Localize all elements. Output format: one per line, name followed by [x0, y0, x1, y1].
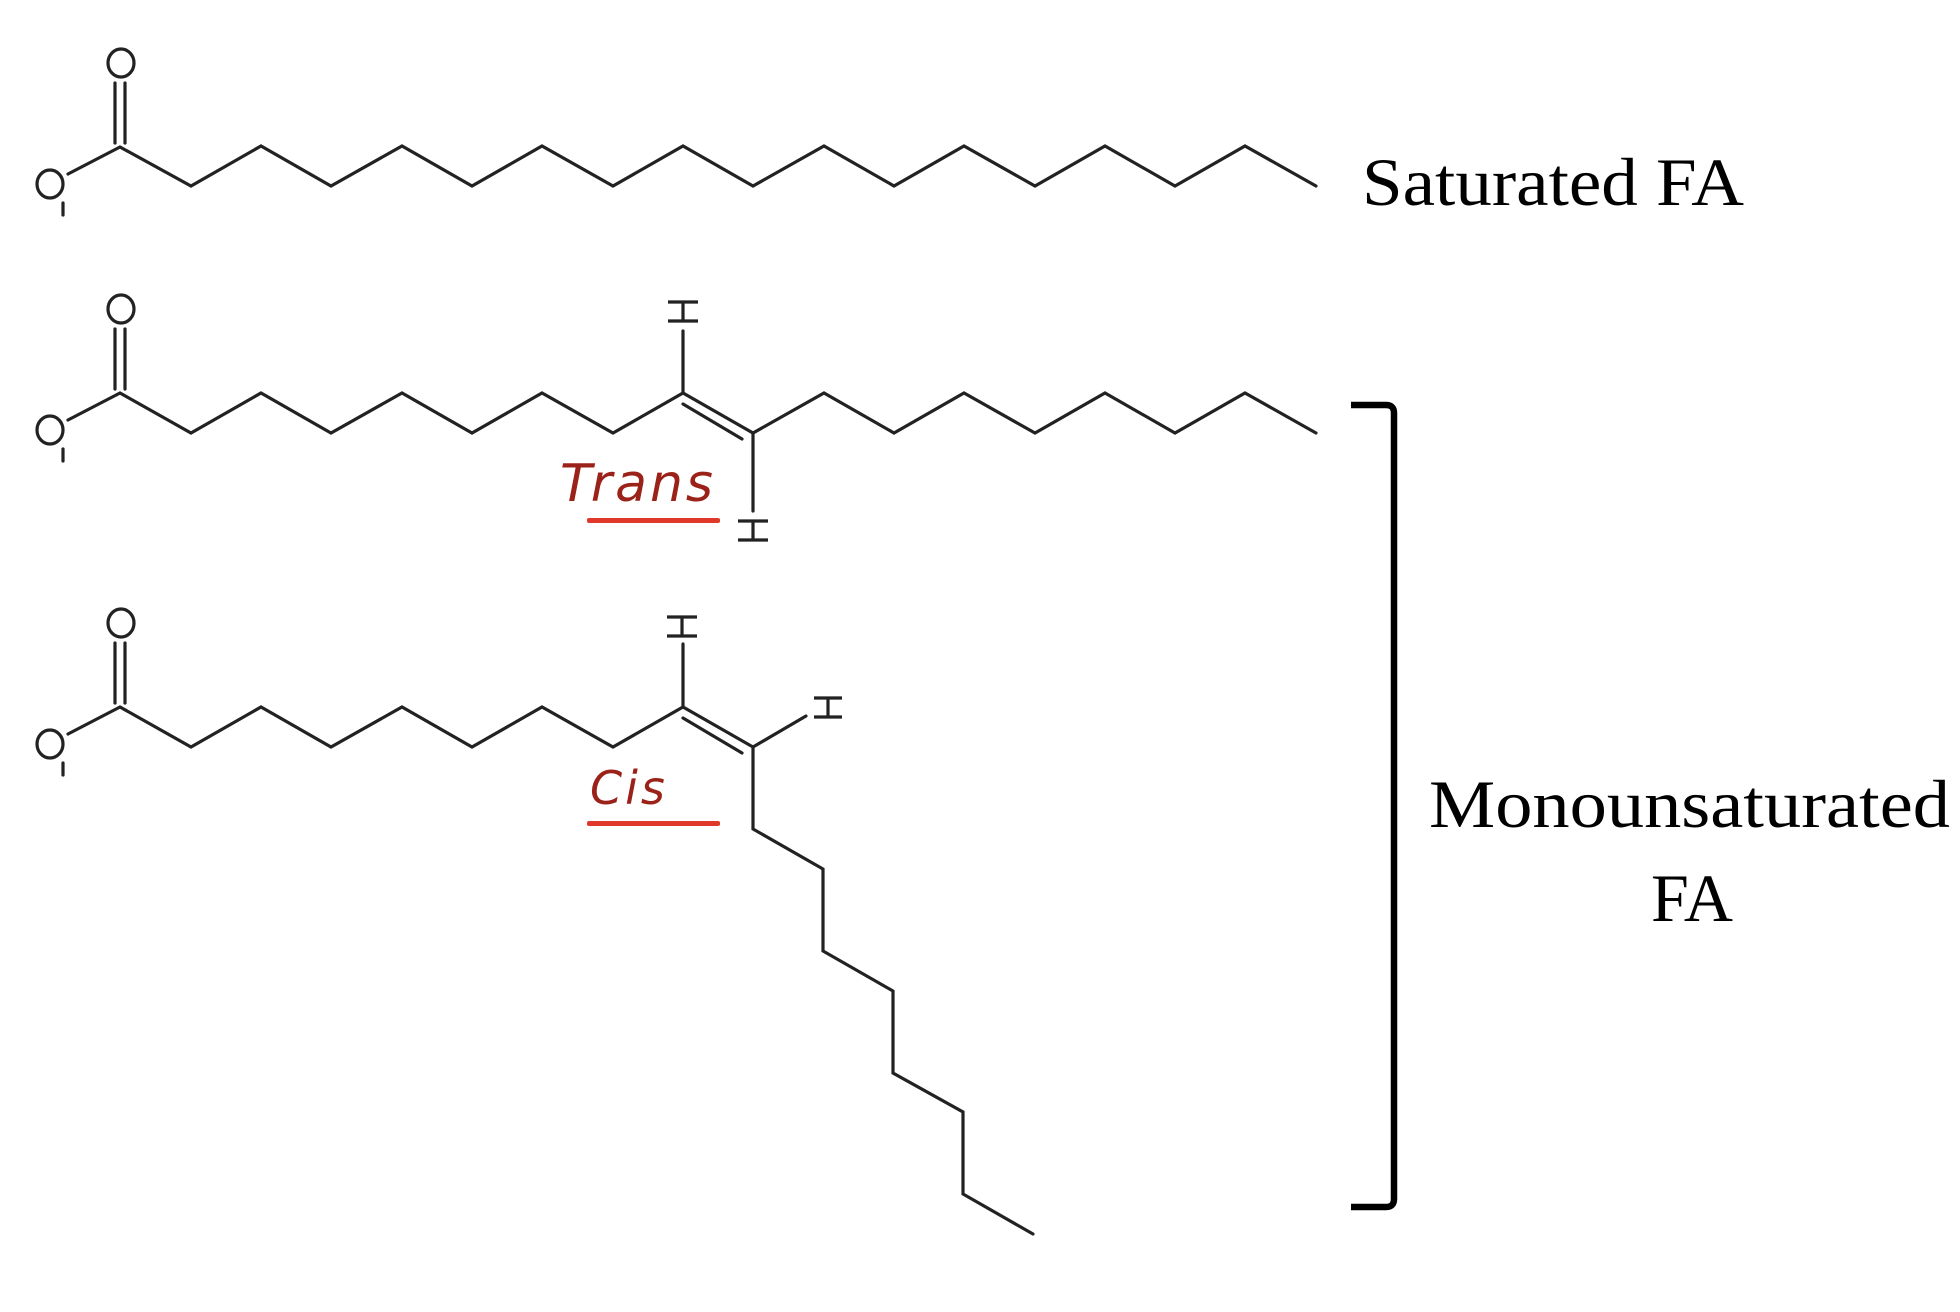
saturated-fa-label: Saturated FA	[1362, 144, 1744, 220]
molecule-structures	[35, 47, 1318, 1236]
cis-underline	[587, 821, 720, 826]
double-bond	[681, 716, 744, 755]
saturated-fatty-acid	[35, 47, 1318, 217]
hydrogen-atom-icon	[738, 519, 768, 542]
carbon-chain	[118, 391, 1318, 435]
oxygen-anion-atom	[35, 168, 65, 200]
c-o-bond	[66, 705, 122, 736]
double-bond	[681, 402, 744, 441]
trans-monounsaturated-fatty-acid	[35, 293, 1318, 542]
carbon-chain	[118, 705, 1035, 1236]
cis-annotation: Cis	[590, 761, 668, 815]
monounsaturated-label: Monounsaturated	[1429, 766, 1950, 842]
hydrogen-atom-icon	[667, 615, 697, 638]
oxygen-atom	[106, 607, 136, 639]
oxygen-atom	[106, 47, 136, 79]
oxygen-anion-atom	[35, 728, 65, 760]
c-h-bond	[751, 714, 808, 749]
c-o-bond	[66, 391, 122, 422]
carbon-chain	[118, 144, 1318, 188]
monounsaturated-fa-label: FA	[1651, 860, 1733, 936]
cis-monounsaturated-fatty-acid	[35, 607, 1035, 1236]
hydrogen-atom-icon	[814, 696, 842, 719]
trans-annotation: Trans	[560, 454, 717, 514]
trans-underline	[587, 518, 720, 523]
hydrogen-atom-icon	[668, 300, 698, 323]
oxygen-anion-atom	[35, 414, 65, 446]
c-o-bond	[66, 145, 122, 176]
monounsaturated-bracket	[1351, 401, 1398, 1211]
oxygen-atom	[106, 293, 136, 325]
